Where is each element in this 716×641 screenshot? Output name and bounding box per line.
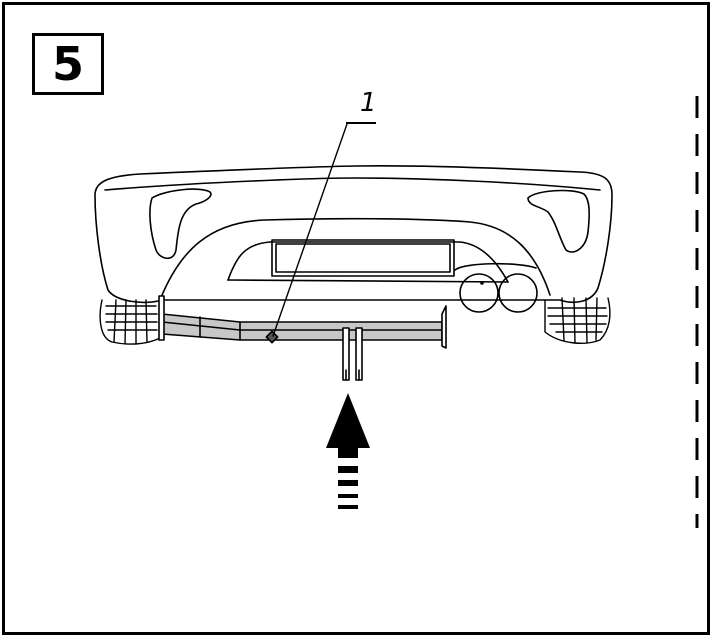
illustration-frame [2,2,710,635]
left-tyre [99,299,163,345]
up-arrow-icon [326,393,370,509]
callout-leader-line [272,123,348,337]
rear-bumper [94,165,613,304]
exhaust-pipes [454,262,538,313]
step-number: 5 [51,37,84,91]
callout-label-1: 1 [360,88,377,118]
callout-underline [346,122,376,124]
rear-diffuser [158,295,447,381]
right-tyre [544,297,611,344]
step-number-box: 5 [32,33,104,95]
